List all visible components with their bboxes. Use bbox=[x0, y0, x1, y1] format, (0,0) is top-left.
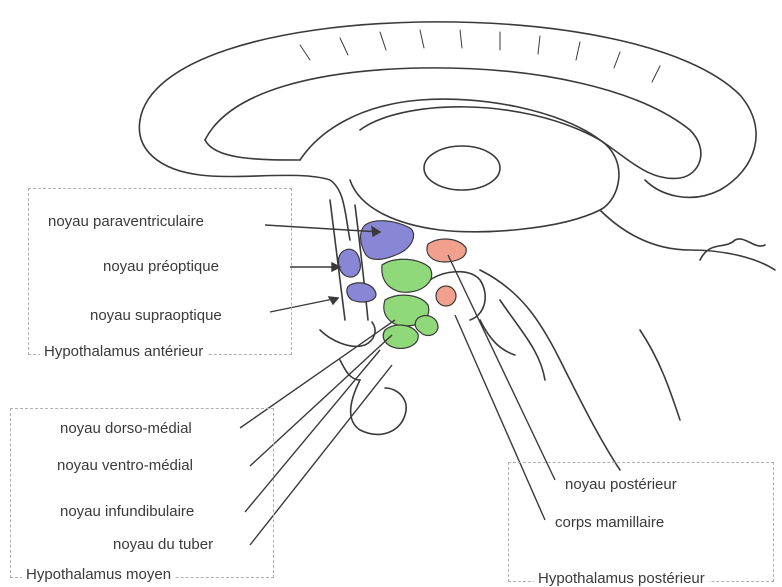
middle-group-title: Hypothalamus moyen bbox=[22, 566, 175, 583]
dorsomedial-nucleus bbox=[382, 259, 432, 292]
anterior-group-title: Hypothalamus antérieur bbox=[40, 343, 207, 360]
label-paraventricular: noyau paraventriculaire bbox=[48, 213, 204, 230]
pons-front bbox=[500, 300, 545, 380]
label-tuber: noyau du tuber bbox=[113, 536, 213, 553]
corpus-callosum-inner bbox=[205, 68, 701, 179]
infundibular-nucleus bbox=[383, 325, 418, 348]
label-dorsomedial: noyau dorso-médial bbox=[60, 420, 192, 437]
label-posterior-nucleus: noyau postérieur bbox=[565, 476, 677, 493]
tuber-nucleus bbox=[415, 316, 438, 336]
septum-outline bbox=[205, 140, 300, 160]
label-supraoptic: noyau supraoptique bbox=[90, 307, 222, 324]
middle-nuclei bbox=[382, 259, 438, 348]
interthalamic-adhesion bbox=[424, 146, 500, 190]
optic-chiasm bbox=[320, 322, 375, 346]
label-preoptic: noyau préoptique bbox=[103, 258, 219, 275]
mamillary-body bbox=[436, 286, 456, 306]
label-mamillary-body: corps mamillaire bbox=[555, 514, 664, 531]
pons-outline bbox=[480, 270, 620, 470]
label-infundibular: noyau infundibulaire bbox=[60, 503, 194, 520]
cerebellum-edge bbox=[700, 239, 765, 260]
paraventricular-nucleus bbox=[361, 221, 414, 260]
preoptic-nucleus bbox=[339, 249, 361, 277]
supraoptic-nucleus bbox=[347, 283, 376, 302]
label-ventromedial: noyau ventro-médial bbox=[57, 457, 193, 474]
posterior-nucleus bbox=[427, 239, 466, 262]
posterior-group-title: Hypothalamus postérieur bbox=[534, 570, 709, 587]
thalamus-outline bbox=[350, 107, 619, 232]
brainstem-outline bbox=[600, 210, 775, 270]
